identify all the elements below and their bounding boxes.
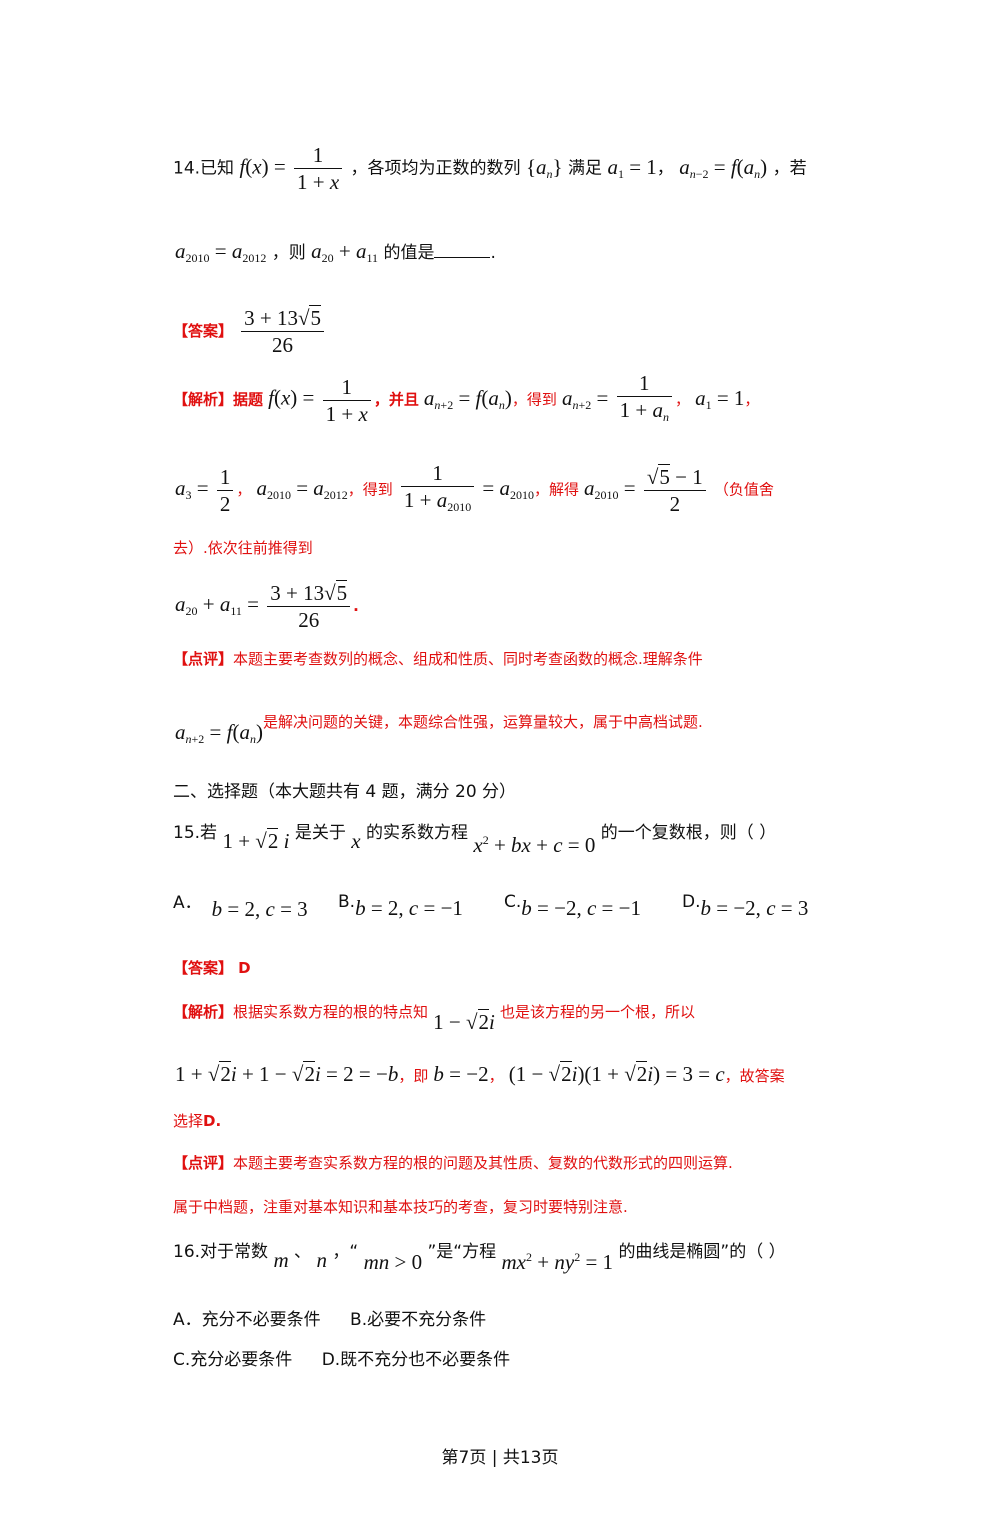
option-a[interactable]: A．充分不必要条件 bbox=[173, 1310, 321, 1330]
answer-blank bbox=[434, 257, 491, 258]
section-heading: 二、选择题（本大题共有 4 题，满分 20 分） bbox=[173, 782, 517, 802]
option-b[interactable]: B.必要不充分条件 bbox=[350, 1310, 487, 1330]
q14-analysis-3: 去）.依次往前推得到 bbox=[173, 539, 313, 557]
option-c[interactable]: C.充分必要条件 bbox=[173, 1350, 293, 1370]
page-footer: 第7页 | 共13页 bbox=[441, 1448, 559, 1468]
q14-line2: a2010 = a2012 ，则 a20 + a11 的值是. bbox=[175, 239, 496, 265]
option-d[interactable]: D.b = −2, c = 3 bbox=[682, 892, 809, 920]
option-b[interactable]: B.b = 2, c = −1 bbox=[338, 892, 463, 920]
q15-analysis-3: 选择D. bbox=[173, 1112, 222, 1130]
q16-stem: 16.对于常数 m 、 n ，“ mn > 0 ”是“方程 mx2 + ny2 … bbox=[173, 1242, 786, 1274]
q15-stem: 15.若 1 + √2 i 是关于 x 的实系数方程 x2 + bx + c =… bbox=[173, 823, 777, 857]
option-d[interactable]: D.既不充分也不必要条件 bbox=[321, 1350, 511, 1370]
q15-comment-2: 属于中档题，注重对基本知识和基本技巧的考查，复习时要特别注意. bbox=[173, 1198, 628, 1216]
q15-answer: 【答案】 D bbox=[173, 959, 251, 977]
q15-comment-1: 【点评】本题主要考查实系数方程的根的问题及其性质、复数的代数形式的四则运算. bbox=[173, 1154, 733, 1172]
q16-options-row2: C.充分必要条件 D.既不充分也不必要条件 bbox=[173, 1345, 510, 1370]
q14-comment-1: 【点评】本题主要考查数列的概念、组成和性质、同时考查函数的概念.理解条件 bbox=[173, 650, 703, 668]
math-fx: f bbox=[239, 154, 246, 179]
option-c[interactable]: C.b = −2, c = −1 bbox=[504, 892, 641, 920]
q15-analysis-2: 1 + √2i + 1 − √2i = 2 = −b，即 b = −2， (1 … bbox=[175, 1061, 785, 1086]
q16-options-row1: A．充分不必要条件 B.必要不充分条件 bbox=[173, 1305, 486, 1330]
q14-comment-2: an+2 = f(an)是解决问题的关键，本题综合性强，运算量较大，属于中高档试… bbox=[175, 713, 703, 746]
option-a[interactable]: A．b = 2, c = 3 bbox=[173, 893, 308, 921]
q15-analysis-1: 【解析】根据实系数方程的根的特点知 1 − √2i 也是该方程的另一个根，所以 bbox=[173, 1003, 695, 1034]
